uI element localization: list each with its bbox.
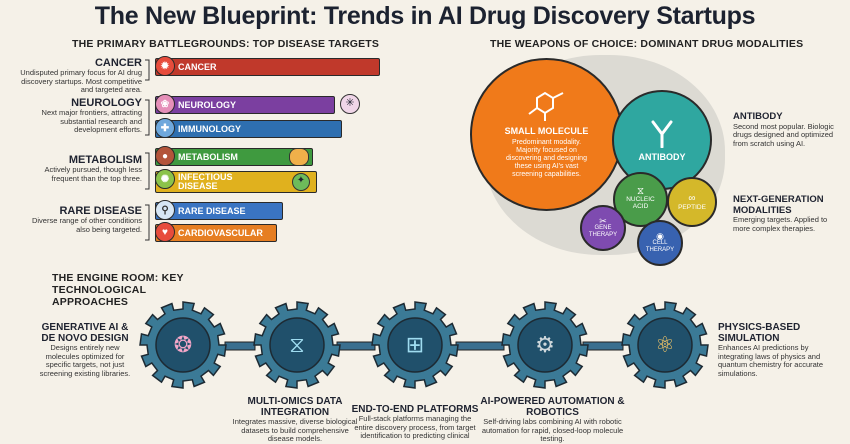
cell-icon: ◉: [656, 230, 664, 241]
small-molecule-name: SMALL MOLECULE: [504, 126, 589, 136]
group-brackets: [145, 59, 150, 241]
liver-icon: ●: [155, 146, 175, 166]
bar-label: CANCER: [178, 62, 217, 72]
robot-arm-icon: ⚙: [535, 332, 555, 357]
approach-name: END-TO-END PLATFORMS: [351, 404, 479, 415]
cancer-group-label: CANCER Undisputed primary focus for AI d…: [20, 57, 142, 95]
physics-label: PHYSICS-BASED SIMULATION Enhances AI pre…: [718, 322, 830, 378]
disease-bars: ✹ CANCER ❀ NEUROLOGY ✚ IMMUNOLOGY ● META…: [155, 56, 380, 248]
modalities-heading: THE WEAPONS OF CHOICE: DOMINANT DRUG MOD…: [490, 38, 804, 50]
antibody-desc: Second most popular. Biologic drugs desi…: [733, 121, 834, 148]
multi-omics-label: MULTI-OMICS DATA INTEGRATION Integrates …: [230, 396, 360, 444]
dna-icon: ⧖: [636, 186, 645, 198]
gear-generative-ai: ❂: [138, 300, 228, 390]
approach-name: MULTI-OMICS DATA INTEGRATION: [247, 396, 343, 418]
cell-therapy-label: CELL THERAPY: [645, 239, 675, 253]
small-molecule-bubble: SMALL MOLECULE Predominant modality. Maj…: [470, 58, 623, 211]
gear-icon: [621, 301, 709, 389]
magnifier-icon: ⚲: [155, 200, 175, 220]
next-gen-label-block: NEXT-GENERATION MODALITIES Emerging targ…: [733, 194, 845, 233]
neurology-group-label: NEUROLOGY Next major frontiers, attracti…: [20, 97, 142, 135]
heart-icon: ♥: [155, 222, 175, 242]
gear-icon: [501, 301, 589, 389]
brain-dish-icon: ❂: [173, 332, 193, 357]
group-name: RARE DISEASE: [59, 205, 142, 217]
approach-desc: Enhances AI predictions by integrating l…: [718, 343, 824, 378]
cancer-cell-icon: ✹: [155, 56, 175, 76]
molecule-icon: [527, 91, 563, 121]
gear-physics: ⚛: [620, 300, 710, 390]
group-desc: Undisputed primary focus for AI drug dis…: [20, 68, 142, 94]
group-name: NEUROLOGY: [71, 97, 142, 109]
antibody-label-block: ANTIBODY Second most popular. Biologic d…: [733, 111, 845, 148]
antibody-bubble-label: ANTIBODY: [638, 152, 686, 162]
approach-desc: Designs entirely new molecules optimized…: [39, 343, 131, 378]
gear-icon: [371, 301, 459, 389]
end-to-end-label: END-TO-END PLATFORMS Full-stack platform…: [350, 404, 480, 441]
approach-name: GENERATIVE AI & DE NOVO DESIGN: [41, 322, 129, 344]
workflow-icon: ⊞: [405, 332, 425, 357]
peptide-bubble: ∞ PEPTIDE: [667, 177, 717, 227]
atom-icon: ⚛: [655, 332, 675, 357]
gear-automation: ⚙: [500, 300, 590, 390]
engine-heading: THE ENGINE ROOM: KEY TECHNOLOGICAL APPRO…: [52, 272, 184, 308]
bar-label: INFECTIOUS DISEASE: [178, 172, 233, 191]
approach-desc: Full-stack platforms managing the entire…: [354, 414, 476, 440]
generative-ai-label: GENERATIVE AI & DE NOVO DESIGN Designs e…: [35, 322, 135, 378]
approach-desc: Integrates massive, diverse biological d…: [232, 417, 358, 443]
gear-multi-omics: ⧖: [252, 300, 342, 390]
virus-icon: ✺: [155, 169, 175, 189]
bacteria-icon: ✦: [292, 173, 310, 191]
peptide-label: PEPTIDE: [678, 204, 706, 211]
bar-neurology: ❀ NEUROLOGY: [155, 94, 335, 114]
rare-disease-group-label: RARE DISEASE Diverse range of other cond…: [20, 205, 142, 234]
metabolism-group-label: METABOLISM Actively pursued, though less…: [20, 154, 142, 183]
gear-icon: [139, 301, 227, 389]
gene-therapy-label: GENE THERAPY: [588, 224, 618, 238]
bar-rare-disease: ⚲ RARE DISEASE: [155, 200, 283, 220]
automation-label: AI-POWERED AUTOMATION & ROBOTICS Self-dr…: [480, 396, 625, 444]
bar-immunology: ✚ IMMUNOLOGY: [155, 118, 342, 138]
brain-icon: ❀: [155, 94, 175, 114]
gear-icon: [253, 301, 341, 389]
bar-cardiovascular: ♥ CARDIOVASCULAR: [155, 222, 277, 242]
approach-name: PHYSICS-BASED SIMULATION: [718, 322, 801, 344]
gear-end-to-end: ⊞: [370, 300, 460, 390]
bar-cancer: ✹ CANCER: [155, 56, 380, 76]
group-desc: Next major frontiers, attracting substan…: [41, 108, 142, 134]
antibody-name: ANTIBODY: [733, 111, 783, 122]
cell-therapy-bubble: ◉ CELL THERAPY: [637, 220, 683, 266]
bar-label: CARDIOVASCULAR: [178, 228, 263, 238]
shield-icon: ✚: [155, 118, 175, 138]
bar-label: RARE DISEASE: [178, 206, 246, 216]
neuron-icon: ✳: [340, 94, 360, 114]
group-name: METABOLISM: [68, 154, 142, 166]
bar-label: NEUROLOGY: [178, 100, 237, 110]
pancreas-icon: [289, 148, 309, 166]
bar-metabolism: ● METABOLISM: [155, 146, 313, 166]
peptide-chain-icon: ∞: [688, 193, 696, 204]
bar-label: IMMUNOLOGY: [178, 124, 241, 134]
group-desc: Actively pursued, though less frequent t…: [44, 165, 142, 183]
group-name: CANCER: [94, 57, 142, 69]
antibody-icon: [651, 120, 673, 148]
battlegrounds-heading: THE PRIMARY BATTLEGROUNDS: TOP DISEASE T…: [72, 38, 380, 50]
gene-scissors-icon: ✂: [599, 215, 607, 226]
bar-label: METABOLISM: [178, 152, 238, 162]
nucleic-acid-bubble: ⧖ NUCLEIC ACID: [613, 172, 668, 227]
next-gen-name: NEXT-GENERATION MODALITIES: [733, 194, 824, 216]
page-title: The New Blueprint: Trends in AI Drug Dis…: [94, 2, 756, 30]
group-desc: Diverse range of other conditions also b…: [31, 216, 142, 234]
gene-therapy-bubble: ✂ GENE THERAPY: [580, 205, 626, 251]
approach-name: AI-POWERED AUTOMATION & ROBOTICS: [480, 396, 625, 418]
small-molecule-desc: Predominant modality. Majority focused o…: [506, 139, 587, 178]
bar-infectious-disease: ✺ INFECTIOUS DISEASE: [155, 169, 317, 193]
next-gen-desc: Emerging targets. Applied to more comple…: [733, 215, 828, 233]
nucleic-acid-label: NUCLEIC ACID: [626, 195, 655, 211]
dna-icon: ⧖: [289, 332, 305, 357]
approach-desc: Self-driving labs combining AI with robo…: [481, 417, 624, 443]
